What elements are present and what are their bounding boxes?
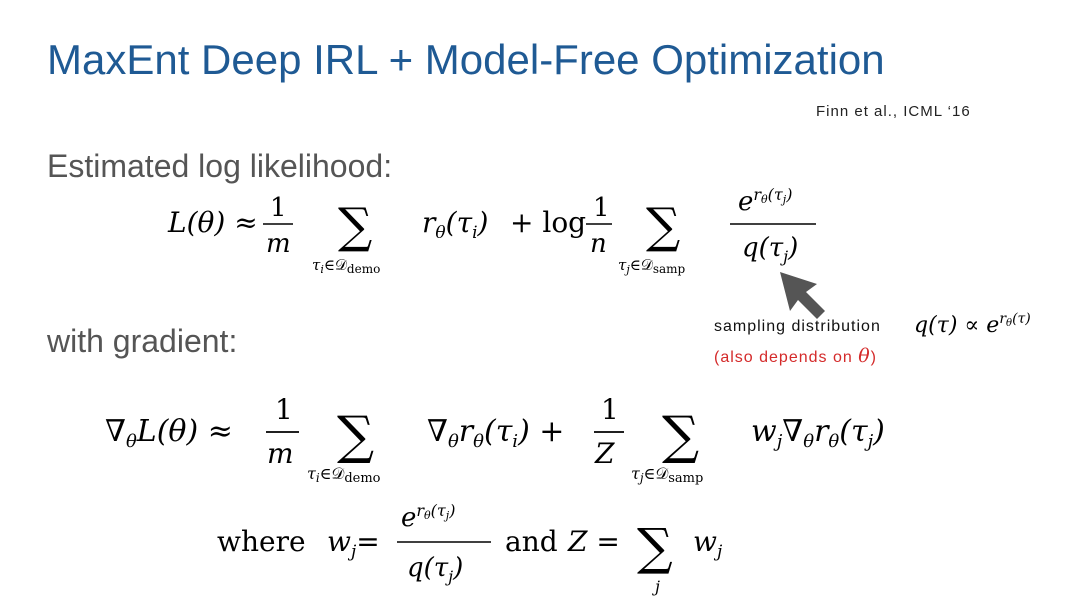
likelihood-frac2-den: n (590, 229, 607, 259)
citation: Finn et al., ICML ‘16 (816, 103, 971, 120)
likelihood-frac2-num: 1 (593, 193, 610, 223)
where-word: where (217, 525, 306, 558)
gradient-frac1-num: 1 (275, 393, 293, 426)
where-Z-equals: Z = (567, 525, 620, 558)
where-sum-term: wj (693, 525, 723, 562)
likelihood-sum-samp: ∑ (646, 198, 680, 254)
likelihood-sum-samp-sub: τj∈𝒟samp (618, 256, 686, 276)
gradient-term1: ∇θrθ(τi) + (427, 414, 564, 452)
gradient-sum-demo: ∑ (337, 406, 374, 466)
likelihood-plus-log: + log (510, 206, 586, 239)
likelihood-sum-demo: ∑ (338, 198, 372, 254)
depends-on-theta-note: (also depends on θ) (714, 345, 877, 367)
likelihood-frac1-num: 1 (270, 193, 287, 223)
gradient-frac2-num: 1 (601, 393, 619, 426)
gradient-frac1-den: m (267, 437, 294, 470)
gradient-sum-samp: ∑ (662, 406, 699, 466)
likelihood-equation: L(θ) ≈ 1 m ∑ τi∈𝒟demo rθ(τi) + log 1 n ∑… (167, 185, 816, 276)
theta-symbol: θ (858, 345, 871, 367)
q-distribution-formula: q(τ) ∝ erθ(τ) (914, 311, 1031, 338)
likelihood-frac1-den: m (266, 229, 291, 259)
where-sum: ∑ (637, 518, 673, 576)
where-clause-equation: where wj= erθ(τj) q(τj) and Z = ∑ j wj (217, 501, 723, 596)
pointer-arrow-icon (780, 272, 825, 319)
where-weight-den: q(τj) (407, 553, 463, 586)
likelihood-sum-demo-sub: τi∈𝒟demo (312, 256, 380, 276)
gradient-equation: ∇θL(θ) ≈ 1 m ∑ τi∈𝒟demo ∇θrθ(τi) + 1 Z ∑… (105, 393, 885, 486)
gradient-frac2-den: Z (594, 437, 615, 470)
arrow-shape (780, 272, 825, 319)
likelihood-lhs: L(θ) ≈ (167, 206, 258, 239)
sampling-distribution-note: sampling distribution (714, 318, 881, 335)
and-word: and (505, 525, 558, 558)
gradient-sum-samp-sub: τj∈𝒟samp (631, 464, 703, 486)
q-distribution-text: q(τ) ∝ erθ(τ) (914, 311, 1031, 338)
where-weight-num: erθ(τj) (401, 501, 455, 533)
likelihood-weight-num: erθ(τj) (738, 185, 792, 217)
slide-title: MaxEnt Deep IRL + Model-Free Optimizatio… (47, 36, 885, 83)
where-sum-sub: j (652, 577, 660, 596)
gradient-term2: wj∇θrθ(τj) (751, 414, 885, 452)
gradient-lhs: ∇θL(θ) ≈ (105, 414, 233, 452)
likelihood-reward-term: rθ(τi) (422, 206, 488, 243)
gradient-sum-demo-sub: τi∈𝒟demo (307, 464, 381, 486)
where-w-j: wj= (327, 525, 380, 562)
estimated-log-likelihood-label: Estimated log likelihood: (47, 148, 393, 184)
with-gradient-label: with gradient: (47, 323, 238, 359)
likelihood-weight-den: q(τj) (742, 233, 798, 266)
